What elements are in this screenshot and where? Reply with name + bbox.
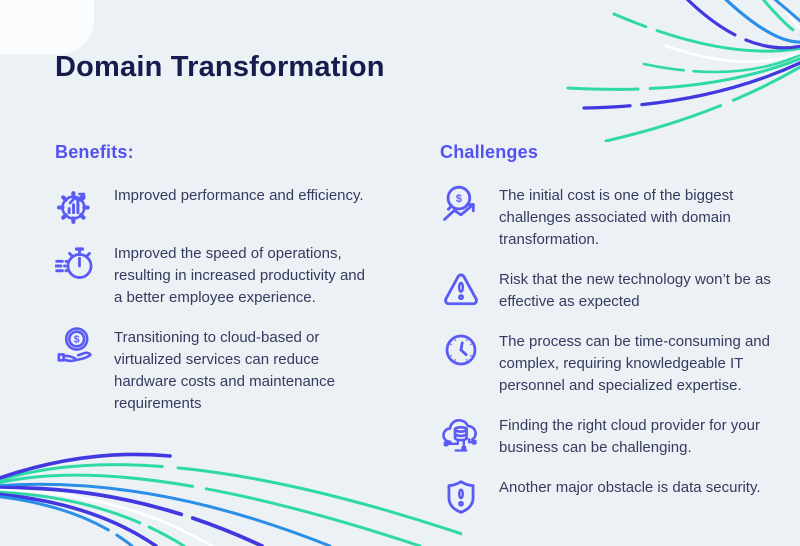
benefits-list: Improved performance and efficiency. — [55, 185, 385, 415]
challenge-item: Another major obstacle is data security. — [440, 477, 776, 517]
challenge-item: Finding the right cloud provider for you… — [440, 415, 776, 459]
gear-performance-icon — [55, 183, 97, 225]
challenge-item: $ The initial cost is one of the biggest… — [440, 185, 776, 251]
challenge-text: The process can be time-consuming and co… — [499, 333, 770, 394]
challenge-text: The initial cost is one of the biggest c… — [499, 187, 734, 248]
stopwatch-icon — [55, 241, 97, 283]
benefit-text: Improved the speed of operations, result… — [114, 245, 365, 306]
shield-exclamation-icon — [440, 475, 482, 517]
svg-text:$: $ — [74, 334, 80, 346]
benefit-text: Transitioning to cloud-based or virtuali… — [114, 329, 335, 412]
benefits-heading: Benefits: — [55, 142, 134, 162]
dollar-growth-icon: $ — [440, 183, 482, 225]
challenge-text: Another major obstacle is data security. — [499, 479, 761, 496]
benefit-item: Improved performance and efficiency. — [55, 185, 385, 225]
page-title: Domain Transformation — [55, 51, 385, 83]
challenge-item: The process can be time-consuming and co… — [440, 331, 776, 397]
challenges-column: Challenges $ The initial cost is one of … — [440, 142, 776, 517]
challenge-text: Finding the right cloud provider for you… — [499, 417, 760, 456]
cloud-server-icon — [440, 413, 482, 455]
corner-highlight-decoration — [0, 0, 94, 54]
benefit-text: Improved performance and efficiency. — [114, 187, 364, 204]
warning-item: Risk that the new technology won’t be as… — [440, 269, 776, 313]
svg-text:$: $ — [456, 193, 462, 205]
warning-triangle-icon — [440, 267, 482, 309]
bottom-left-curves-decoration — [0, 452, 462, 546]
benefits-column: Benefits: — [55, 142, 385, 415]
challenges-list: $ The initial cost is one of the biggest… — [440, 185, 776, 517]
benefit-item: Improved the speed of operations, result… — [55, 243, 385, 309]
clock-icon — [440, 329, 482, 371]
challenges-heading: Challenges — [440, 142, 539, 162]
top-right-curves-decoration — [566, 0, 800, 142]
benefit-item: $ Transitioning to cloud-based or virtua… — [55, 327, 385, 415]
coin-hand-icon: $ — [55, 325, 97, 367]
challenge-text: Risk that the new technology won’t be as… — [499, 271, 771, 310]
